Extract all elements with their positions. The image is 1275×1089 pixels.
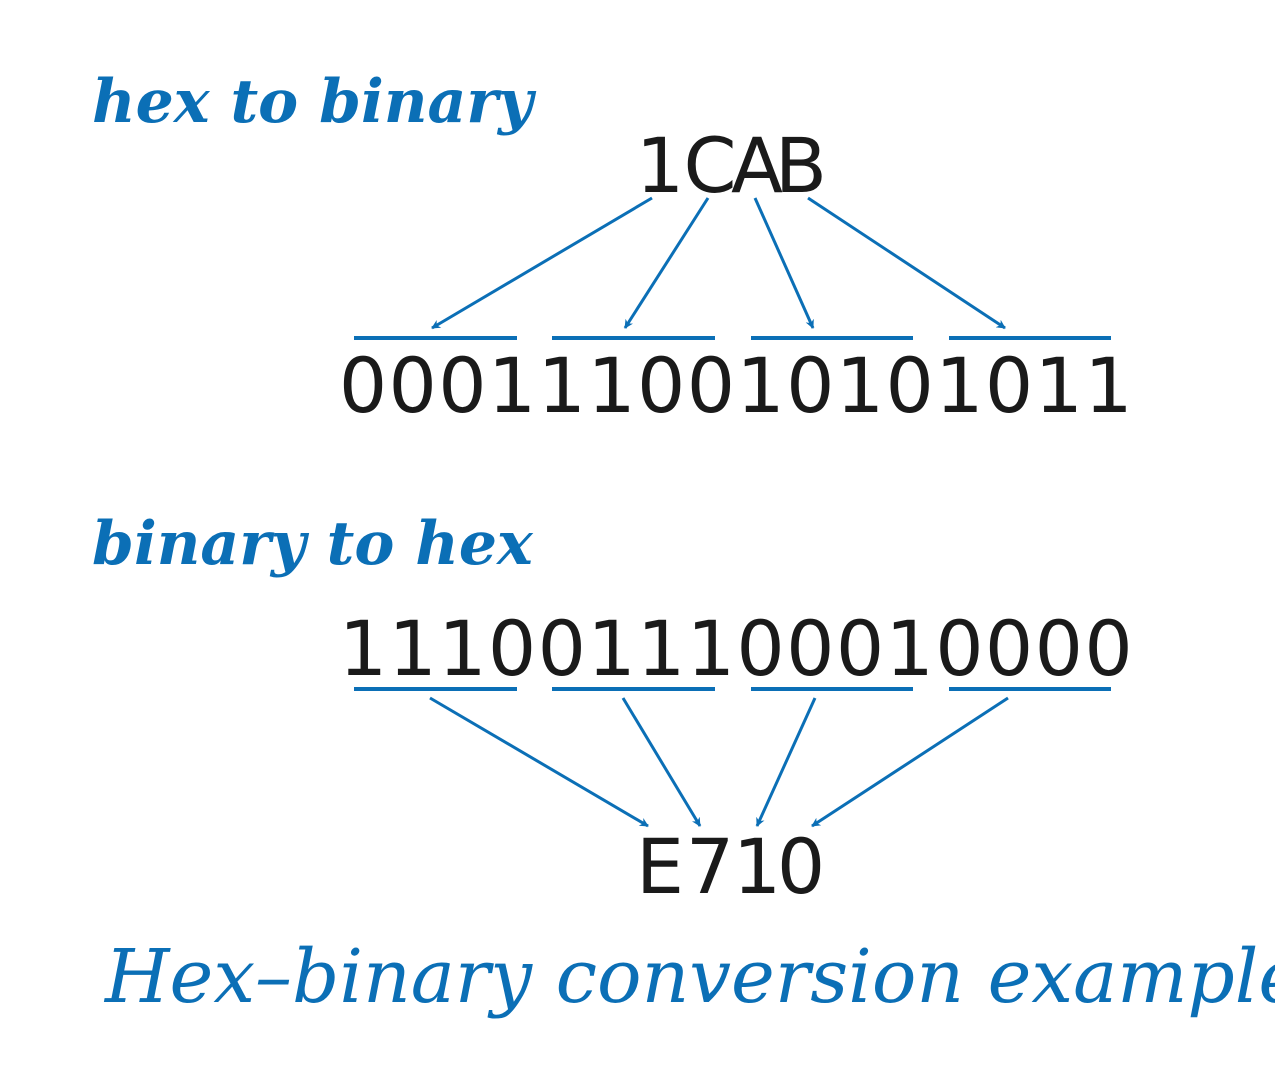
binary-digit: 0	[985, 604, 1033, 693]
hex-to-binary-label: hex to binary	[92, 67, 537, 137]
binary-digit: 1	[637, 604, 685, 693]
arrow	[811, 696, 1009, 828]
hex-digit: B	[775, 121, 827, 210]
hex-source-digits: 1 C A B	[636, 121, 827, 210]
binary-digit: 1	[389, 604, 437, 693]
binary-digit: 0	[935, 604, 983, 693]
binary-digit: 0	[985, 341, 1033, 430]
binary-digit: 1	[687, 604, 735, 693]
arrow	[755, 697, 817, 827]
binary-digit: 1	[438, 604, 486, 693]
binary-digit: 1	[736, 341, 784, 430]
arrow	[431, 196, 653, 330]
binary-to-hex-label: binary to hex	[92, 509, 534, 579]
arrow	[621, 697, 702, 827]
binary-digit: 0	[836, 604, 884, 693]
hex-digit: C	[683, 121, 736, 210]
hex-digit: 1	[636, 121, 684, 210]
arrow	[753, 197, 815, 329]
binary-digit: 0	[687, 341, 735, 430]
binary-digit: 0	[1035, 604, 1083, 693]
arrow	[807, 196, 1006, 330]
binary-digit: 0	[538, 604, 586, 693]
binary-digit: 0	[1084, 604, 1132, 693]
arrow	[429, 696, 649, 828]
binary-digit: 1	[836, 341, 884, 430]
hex-digit: 0	[777, 822, 825, 911]
binary-digit: 0	[389, 341, 437, 430]
binary-digit: 1	[1035, 341, 1083, 430]
conversion-arrows	[431, 196, 1006, 330]
hex-digit: 1	[733, 822, 781, 911]
binary-digit: 0	[637, 341, 685, 430]
binary-digit: 1	[935, 341, 983, 430]
binary-digit: 1	[886, 604, 934, 693]
binary-digit: 0	[736, 604, 784, 693]
hex-digit: E	[636, 822, 684, 911]
binary-digit: 0	[438, 341, 486, 430]
binary-digit: 0	[488, 604, 536, 693]
binary-digit: 0	[339, 341, 387, 430]
binary-digit: 1	[339, 604, 387, 693]
binary-digit: 1	[587, 341, 635, 430]
figure-caption: Hex–binary conversion examples	[103, 934, 1275, 1020]
binary-digit: 1	[488, 341, 536, 430]
arrow	[623, 197, 710, 329]
binary-digit: 1	[1084, 341, 1132, 430]
hex-result-digits: E 7 1 0	[636, 822, 825, 911]
binary-digit: 0	[786, 341, 834, 430]
binary-digit: 0	[786, 604, 834, 693]
hex-digit: 7	[686, 822, 734, 911]
binary-digit: 1	[538, 341, 586, 430]
hex-digit: A	[731, 121, 783, 210]
binary-digit: 1	[587, 604, 635, 693]
binary-digit: 0	[886, 341, 934, 430]
conversion-arrows	[429, 696, 1009, 828]
